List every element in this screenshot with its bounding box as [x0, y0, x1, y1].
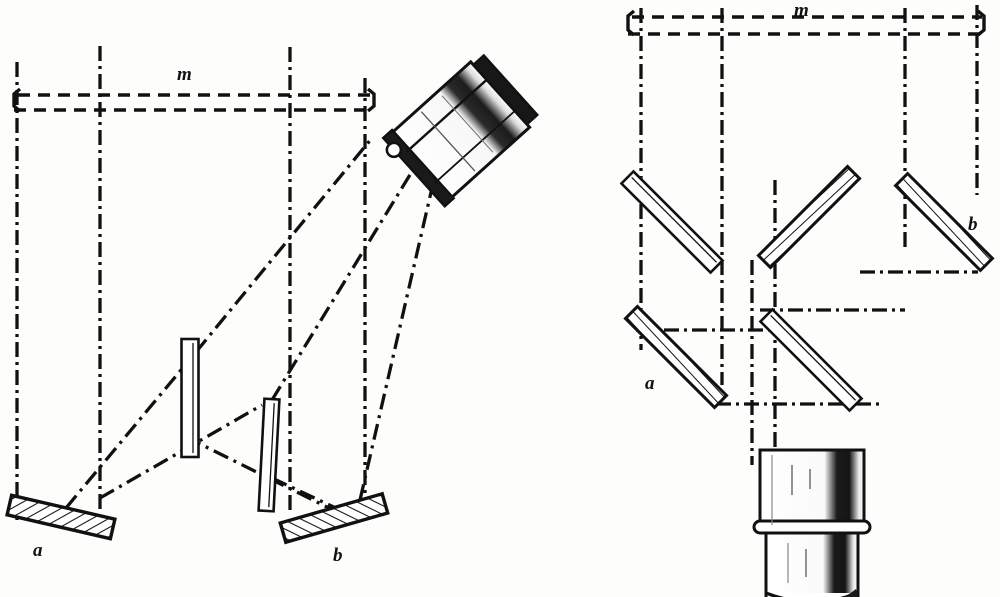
right-panel: [619, 5, 995, 597]
glass-plate-right-inner-edge: [268, 403, 275, 508]
telescope-right-base-shadow: [843, 589, 858, 597]
telescope-right-base-rim: [765, 591, 859, 597]
left-ray-plate2-to-telescope: [270, 164, 418, 401]
mirror-upper-middle: [756, 164, 862, 270]
telescope-right-collar: [752, 519, 872, 535]
telescope-right: [752, 448, 872, 597]
left-rail-end-caps: [12, 87, 376, 113]
telescope-left-band-2: [434, 110, 516, 184]
right-rail-cap-right: [976, 9, 986, 37]
right-dashed-rails: [628, 15, 984, 36]
telescope-left-highlight-1: [420, 111, 476, 172]
mirror-a-left: [5, 493, 117, 541]
glass-plate-right: [257, 397, 281, 513]
mirror-b-left: [278, 491, 390, 545]
label-m-right: m: [794, 0, 809, 21]
label-a-right: a: [645, 373, 655, 394]
left-ray-paths: [64, 136, 434, 514]
plate-lower-middle: [758, 307, 864, 413]
left-rail-cap-right: [366, 87, 376, 113]
telescope-left-eyecup: [471, 53, 540, 126]
telescope-left: [381, 53, 540, 209]
right-rail-end-caps: [626, 9, 986, 37]
mirror-a-right-body: [623, 304, 729, 410]
label-a-left: a: [33, 540, 43, 561]
mirror-b-right-body: [893, 171, 995, 273]
left-ray-plate2-to-b-lower: [271, 476, 341, 512]
glass-plate-left: [180, 337, 200, 459]
mirror-a-right-panel: [623, 304, 729, 410]
telescope-right-lower-tube: [764, 528, 860, 597]
mirror-upper-middle-body: [756, 164, 862, 270]
telescope-left-focus-knob: [385, 141, 403, 159]
telescope-right-upper-tube: [758, 448, 866, 532]
glass-plate-right-body: [257, 397, 281, 513]
left-panel: [5, 46, 540, 545]
label-b-right: b: [968, 214, 978, 235]
mirror-b-body: [278, 491, 390, 545]
telescope-left-band-1: [405, 78, 488, 153]
right-rail-cap-left: [626, 9, 636, 37]
glass-plate-left-body: [180, 337, 200, 459]
telescope-left-highlight-2: [441, 95, 494, 153]
left-ray-b-up: [358, 187, 434, 501]
mirror-a-body: [5, 493, 117, 541]
plate-lower-middle-edge: [770, 314, 857, 401]
left-dashed-rails: [14, 93, 374, 112]
plate-upper-left-edge: [631, 176, 718, 263]
left-vertical-axes: [15, 46, 367, 520]
label-m-left: m: [177, 64, 192, 85]
plate-lower-middle-body: [758, 307, 864, 413]
label-b-left: b: [333, 545, 343, 566]
plate-upper-left-right-panel: [619, 169, 725, 275]
right-horizontal-connectors: [636, 270, 978, 406]
mirror-b-right: [893, 171, 995, 273]
left-ray-plate1-to-telescope: [194, 136, 374, 354]
plate-upper-left-body: [619, 169, 725, 275]
left-ray-a-to-plate1: [64, 350, 198, 510]
